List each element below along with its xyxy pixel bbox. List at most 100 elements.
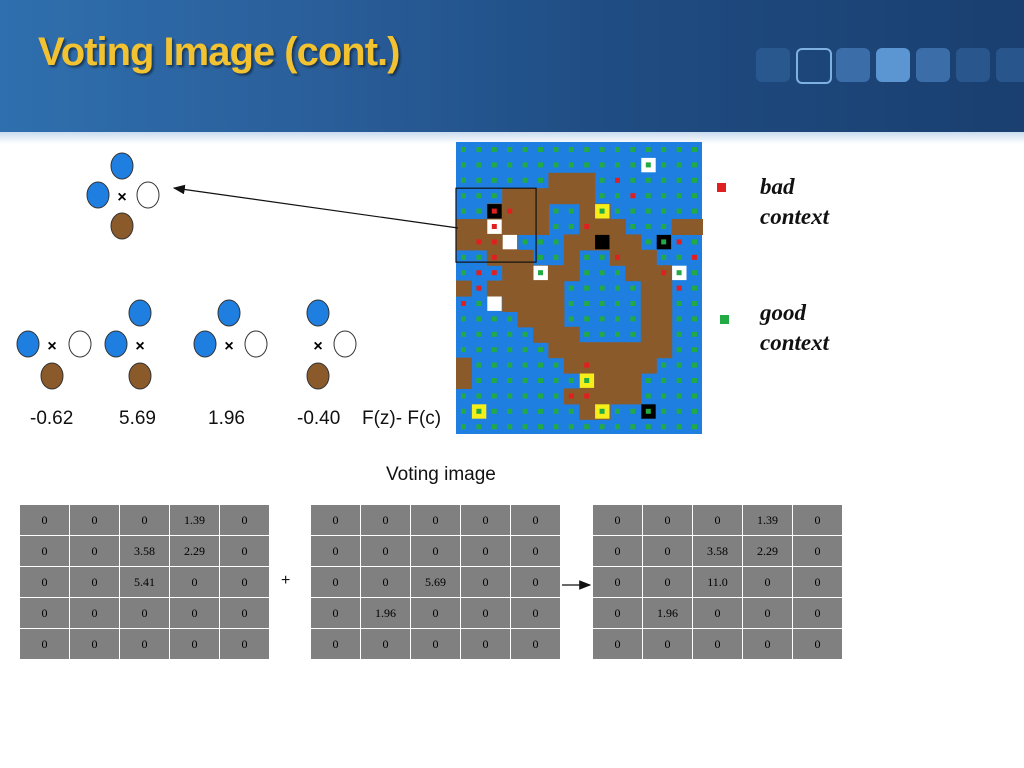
brown-pixel: [548, 265, 565, 282]
good-context-dot: [615, 316, 620, 322]
brown-pixel: [456, 373, 472, 389]
table-cell: 1.96: [642, 597, 693, 629]
good-context-dot: [538, 347, 543, 353]
good-context-dot: [676, 177, 682, 183]
table-cell: 0: [642, 566, 693, 598]
good-context-dot: [476, 362, 482, 368]
good-context-dot: [461, 408, 466, 414]
brown-pixel: [517, 280, 534, 297]
good-context-dot: [584, 162, 590, 168]
good-context-dot: [553, 254, 559, 260]
good-context-dot: [692, 408, 697, 414]
good-context-dot: [615, 424, 620, 430]
good-context-dot: [630, 424, 636, 430]
good-context-dot: [568, 316, 574, 322]
bad-context-dot: [461, 301, 466, 306]
good-context-dot: [692, 424, 697, 430]
good-context-dot: [599, 254, 605, 260]
good-context-dot: [692, 331, 697, 337]
good-context-dot: [692, 177, 697, 183]
brown-pixel: [594, 388, 611, 405]
table-cell: 0: [510, 566, 561, 598]
brown-pixel: [548, 172, 565, 189]
good-context-dot: [692, 147, 697, 152]
good-context-dot: [692, 378, 697, 383]
good-context-dot: [461, 331, 466, 337]
table-cell: 0: [792, 504, 843, 536]
good-context-dot: [630, 301, 636, 306]
brown-pixel: [502, 188, 519, 205]
brown-pixel: [625, 265, 642, 282]
bad-context-dot: [491, 239, 497, 245]
good-context-dot: [507, 331, 513, 337]
good-context-dot: [599, 301, 605, 306]
good-context-dot: [630, 177, 636, 183]
good-context-dot: [507, 424, 513, 430]
good-context-dot: [692, 270, 697, 276]
good-context-dot: [692, 193, 697, 199]
banner-stripe: [0, 132, 1024, 144]
good-context-dot: [461, 347, 466, 353]
good-context-dot: [507, 362, 513, 368]
good-context-dot: [507, 177, 513, 183]
table-cell: 0: [692, 597, 743, 629]
svg-text:×: ×: [313, 338, 322, 355]
table-cell: 0: [360, 535, 411, 567]
table-cell: 0: [460, 535, 511, 567]
good-context-dot: [553, 162, 559, 168]
good-context-dot: [553, 224, 559, 229]
good-context-dot: [584, 316, 590, 322]
brown-pixel: [640, 249, 657, 266]
table-cell: 0: [642, 535, 693, 567]
brown-pixel: [640, 326, 657, 343]
good-context-dot: [661, 362, 667, 368]
brown-pixel: [656, 280, 673, 297]
good-context-dot: [538, 424, 543, 430]
good-context-dot: [676, 316, 682, 322]
good-context-dot: [615, 193, 620, 199]
table-cell: 0: [69, 504, 120, 536]
bad-context-dot: [491, 270, 497, 276]
brown-pixel: [594, 219, 611, 235]
voting-pixel-dot: [584, 378, 590, 383]
good-context-dot: [661, 147, 667, 152]
table-cell: 0: [460, 628, 511, 660]
table-cell: 0: [742, 628, 793, 660]
good-context-dot: [630, 208, 636, 214]
brown-pixel: [471, 219, 488, 235]
good-context-dot: [553, 362, 559, 368]
bad-context-dot: [568, 393, 574, 399]
good-context-dot: [599, 424, 605, 430]
good-context-dot: [538, 362, 543, 368]
brown-pixel: [502, 296, 519, 312]
table-cell: 0: [360, 566, 411, 598]
brown-pixel: [548, 326, 565, 343]
brown-pixel: [533, 296, 549, 312]
brown-pixel: [563, 342, 580, 359]
good-context-dot: [661, 254, 667, 260]
table-cell: 0: [69, 597, 120, 629]
brown-pixel: [656, 326, 673, 343]
good-context-dot: [676, 162, 682, 168]
good-context-dot: [507, 162, 513, 168]
good-context-dot: [692, 347, 697, 353]
brown-pixel: [640, 311, 657, 328]
good-context-dot: [461, 208, 466, 214]
table-cell: 0: [410, 535, 461, 567]
good-context-dot: [538, 393, 543, 399]
plus-sign: +: [281, 572, 291, 589]
table-cell: 0: [19, 597, 70, 629]
good-context-dot: [661, 177, 667, 183]
brown-pixel: [517, 265, 534, 282]
brown-pixel: [610, 219, 626, 235]
good-context-dot: [568, 208, 574, 214]
brown-pixel: [625, 249, 642, 266]
brown-pixel: [533, 326, 549, 343]
brown-pixel: [517, 219, 534, 235]
slide-title: Voting Image (cont.): [38, 30, 400, 74]
good-context-dot: [507, 316, 513, 322]
